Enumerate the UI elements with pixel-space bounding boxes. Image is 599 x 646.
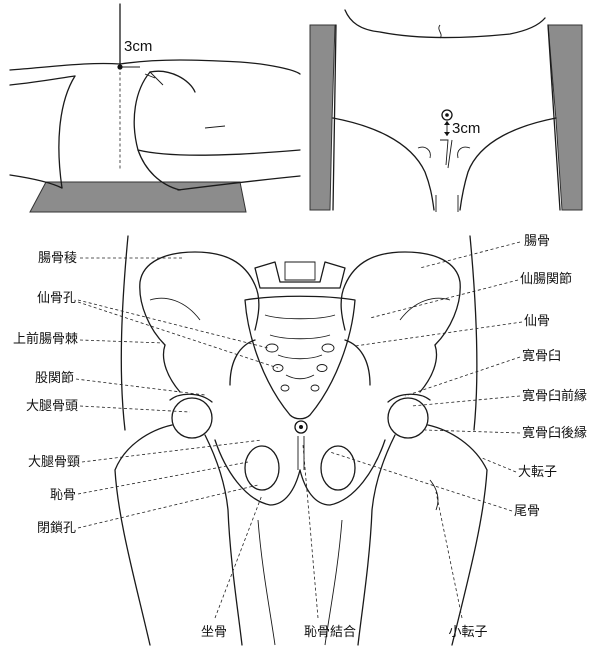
labels-left: 腸骨稜 仙骨孔 上前腸骨棘 股関節 大腿骨頭 大腿骨頸 恥骨 閉鎖孔 <box>13 251 80 536</box>
label-sacral-foramina: 仙骨孔 <box>37 291 76 306</box>
label-sacrum: 仙骨 <box>524 314 550 329</box>
label-acetabulum: 寛骨臼 <box>522 348 561 364</box>
label-pubic-symphysis: 恥骨結合 <box>304 625 356 640</box>
right-obturator-foramen <box>321 446 355 490</box>
labels-right: 腸骨 仙腸関節 仙骨 寛骨臼 寛骨臼前縁 寛骨臼後縁 大転子 尾骨 <box>514 234 587 519</box>
label-obturator-foramen: 閉鎖孔 <box>37 520 76 536</box>
label-ischium: 坐骨 <box>201 625 227 640</box>
label-iliac-crest: 腸骨稜 <box>38 251 77 266</box>
label-pubis: 恥骨 <box>50 488 76 503</box>
leader-lines <box>76 242 522 618</box>
label-hip-joint: 股関節 <box>35 371 74 386</box>
posterior-view-panel: 3cm <box>310 10 582 212</box>
left-obturator-foramen <box>245 446 279 490</box>
top-left-measure: 3cm <box>124 38 152 55</box>
label-acetabulum-anterior-rim: 寛骨臼前縁 <box>522 388 587 404</box>
right-side-shade <box>548 25 582 210</box>
pelvis-illustration <box>115 236 487 645</box>
label-asis: 上前腸骨棘 <box>13 331 78 347</box>
label-ilium: 腸骨 <box>524 234 550 249</box>
labels-bottom: 坐骨 恥骨結合 小転子 <box>201 625 488 640</box>
label-coccyx: 尾骨 <box>514 504 540 519</box>
sacrum <box>245 296 355 419</box>
right-femoral-head <box>388 398 428 438</box>
marker-dot <box>117 64 122 69</box>
label-sacroiliac-joint: 仙腸関節 <box>520 272 572 287</box>
label-acetabulum-posterior-rim: 寛骨臼後縁 <box>522 425 587 441</box>
top-right-measure: 3cm <box>452 120 480 137</box>
label-greater-trochanter: 大転子 <box>518 465 557 480</box>
lateral-view-panel: 3cm <box>10 4 300 212</box>
label-femoral-head: 大腿骨頭 <box>26 399 78 414</box>
label-femoral-neck: 大腿骨頸 <box>28 455 80 470</box>
label-lesser-trochanter: 小転子 <box>448 625 487 640</box>
left-side-shade <box>310 25 335 210</box>
left-femoral-head <box>172 398 212 438</box>
